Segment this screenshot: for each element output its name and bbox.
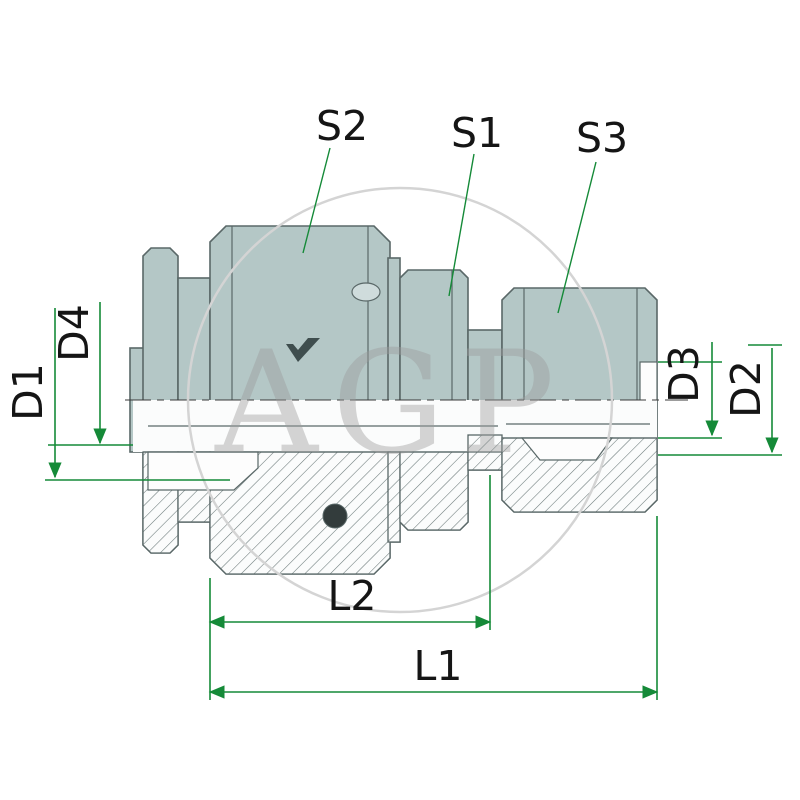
dimension-label-l2: L2 xyxy=(328,572,377,620)
dimension-label-d1: D1 xyxy=(4,363,52,421)
bore-band-right xyxy=(502,400,657,438)
nut-s2-dimple xyxy=(351,282,381,302)
dimension-label-d2: D2 xyxy=(722,360,770,418)
dimension-label-d4: D4 xyxy=(50,304,98,362)
dimension-labels: S2 S1 S3 D4 D1 D3 D2 L2 L1 xyxy=(4,102,770,690)
dimension-label-s3: S3 xyxy=(576,114,628,162)
seal-ball xyxy=(322,503,348,529)
leader-s3 xyxy=(557,161,597,314)
dimension-label-s1: S1 xyxy=(451,109,503,157)
dimension-label-d3: D3 xyxy=(660,345,708,403)
brand-mark xyxy=(286,338,320,362)
watermark-circle xyxy=(186,186,614,614)
dimensions xyxy=(45,147,782,700)
dimension-label-s2: S2 xyxy=(316,102,368,150)
watermark-text: AGP xyxy=(214,321,569,486)
leader-s1 xyxy=(448,153,475,297)
watermark: AGP xyxy=(186,186,614,614)
dimension-label-l1: L1 xyxy=(414,642,463,690)
section-view xyxy=(133,400,658,575)
leader-s2 xyxy=(302,147,331,254)
